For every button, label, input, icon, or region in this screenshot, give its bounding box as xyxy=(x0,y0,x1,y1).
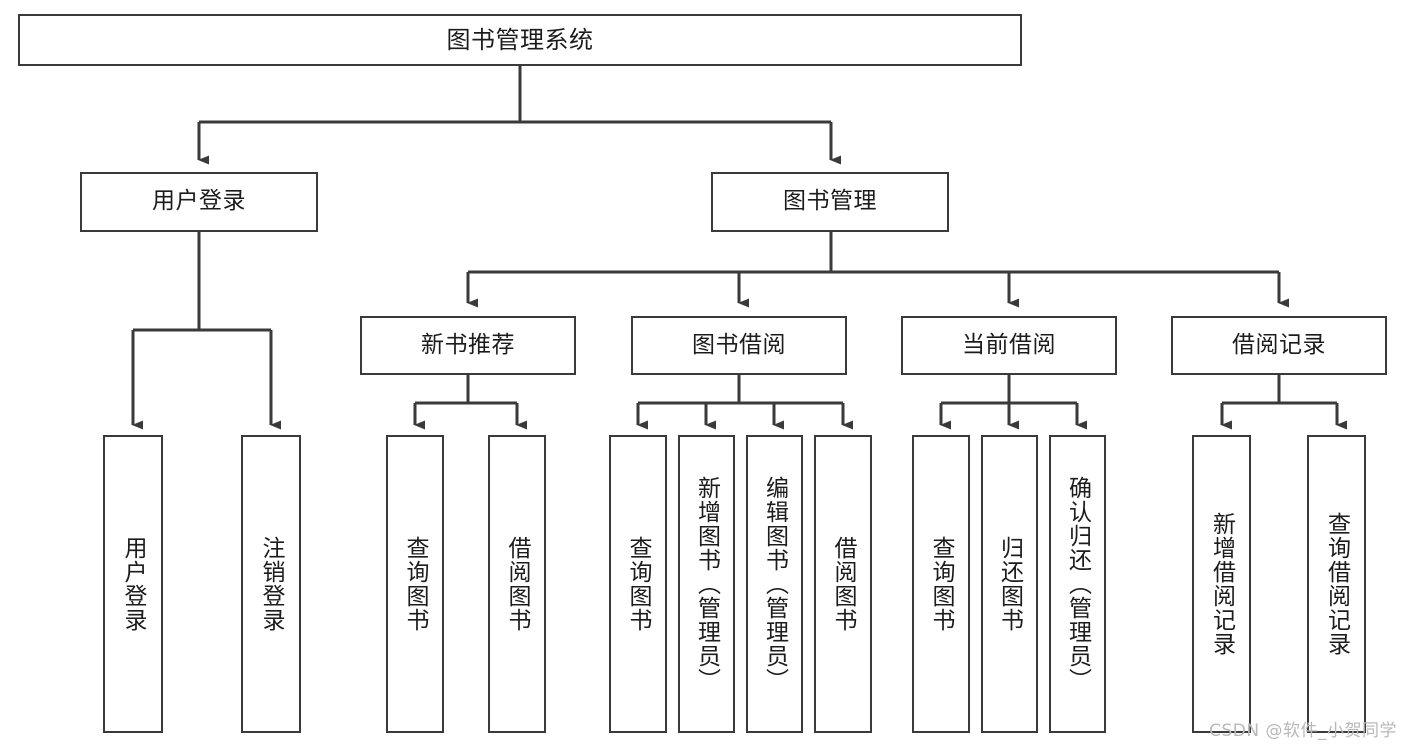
node-leaf-query-book-3[interactable]: 查询图书 xyxy=(912,435,970,733)
node-book-borrow-label: 图书借阅 xyxy=(692,331,786,358)
node-leaf-confirm-return-label: 确认归还（管理员） xyxy=(1064,476,1091,692)
node-borrow-record-label: 借阅记录 xyxy=(1232,331,1326,358)
node-leaf-add-record-label: 新增借阅记录 xyxy=(1208,512,1235,656)
node-book-mgmt-label: 图书管理 xyxy=(783,188,877,215)
node-leaf-logout-label: 注销登录 xyxy=(258,536,285,632)
node-leaf-borrow-book-2[interactable]: 借阅图书 xyxy=(814,435,872,733)
node-leaf-borrow-book-1-label: 借阅图书 xyxy=(504,536,531,632)
node-leaf-return-book-label: 归还图书 xyxy=(996,536,1023,632)
node-leaf-query-book-1[interactable]: 查询图书 xyxy=(386,435,444,733)
node-new-book-rec-label: 新书推荐 xyxy=(421,331,515,358)
node-current-borrow[interactable]: 当前借阅 xyxy=(901,316,1117,375)
node-borrow-record[interactable]: 借阅记录 xyxy=(1171,316,1387,375)
node-leaf-user-login[interactable]: 用户登录 xyxy=(103,435,163,733)
node-new-book-rec[interactable]: 新书推荐 xyxy=(360,316,576,375)
node-root[interactable]: 图书管理系统 xyxy=(18,14,1022,66)
node-leaf-user-login-label: 用户登录 xyxy=(120,536,147,632)
node-leaf-add-record[interactable]: 新增借阅记录 xyxy=(1192,435,1251,733)
node-leaf-query-book-1-label: 查询图书 xyxy=(402,536,429,632)
node-leaf-query-record-label: 查询借阅记录 xyxy=(1323,512,1350,656)
node-leaf-borrow-book-2-label: 借阅图书 xyxy=(830,536,857,632)
node-root-label: 图书管理系统 xyxy=(446,25,594,54)
node-leaf-confirm-return[interactable]: 确认归还（管理员） xyxy=(1049,435,1106,733)
node-book-mgmt[interactable]: 图书管理 xyxy=(711,172,949,232)
node-leaf-edit-book-label: 编辑图书（管理员） xyxy=(761,476,788,692)
node-leaf-query-book-2[interactable]: 查询图书 xyxy=(609,435,667,733)
node-current-borrow-label: 当前借阅 xyxy=(962,331,1056,358)
node-leaf-borrow-book-1[interactable]: 借阅图书 xyxy=(488,435,546,733)
node-leaf-query-record[interactable]: 查询借阅记录 xyxy=(1307,435,1366,733)
node-leaf-add-book[interactable]: 新增图书（管理员） xyxy=(678,435,735,733)
node-leaf-query-book-3-label: 查询图书 xyxy=(928,536,955,632)
node-book-borrow[interactable]: 图书借阅 xyxy=(631,316,847,375)
node-leaf-add-book-label: 新增图书（管理员） xyxy=(693,476,720,692)
node-leaf-return-book[interactable]: 归还图书 xyxy=(981,435,1038,733)
node-user-login[interactable]: 用户登录 xyxy=(80,172,318,232)
node-user-login-label: 用户登录 xyxy=(152,188,246,215)
node-leaf-edit-book[interactable]: 编辑图书（管理员） xyxy=(746,435,803,733)
node-leaf-logout[interactable]: 注销登录 xyxy=(241,435,301,733)
node-leaf-query-book-2-label: 查询图书 xyxy=(625,536,652,632)
